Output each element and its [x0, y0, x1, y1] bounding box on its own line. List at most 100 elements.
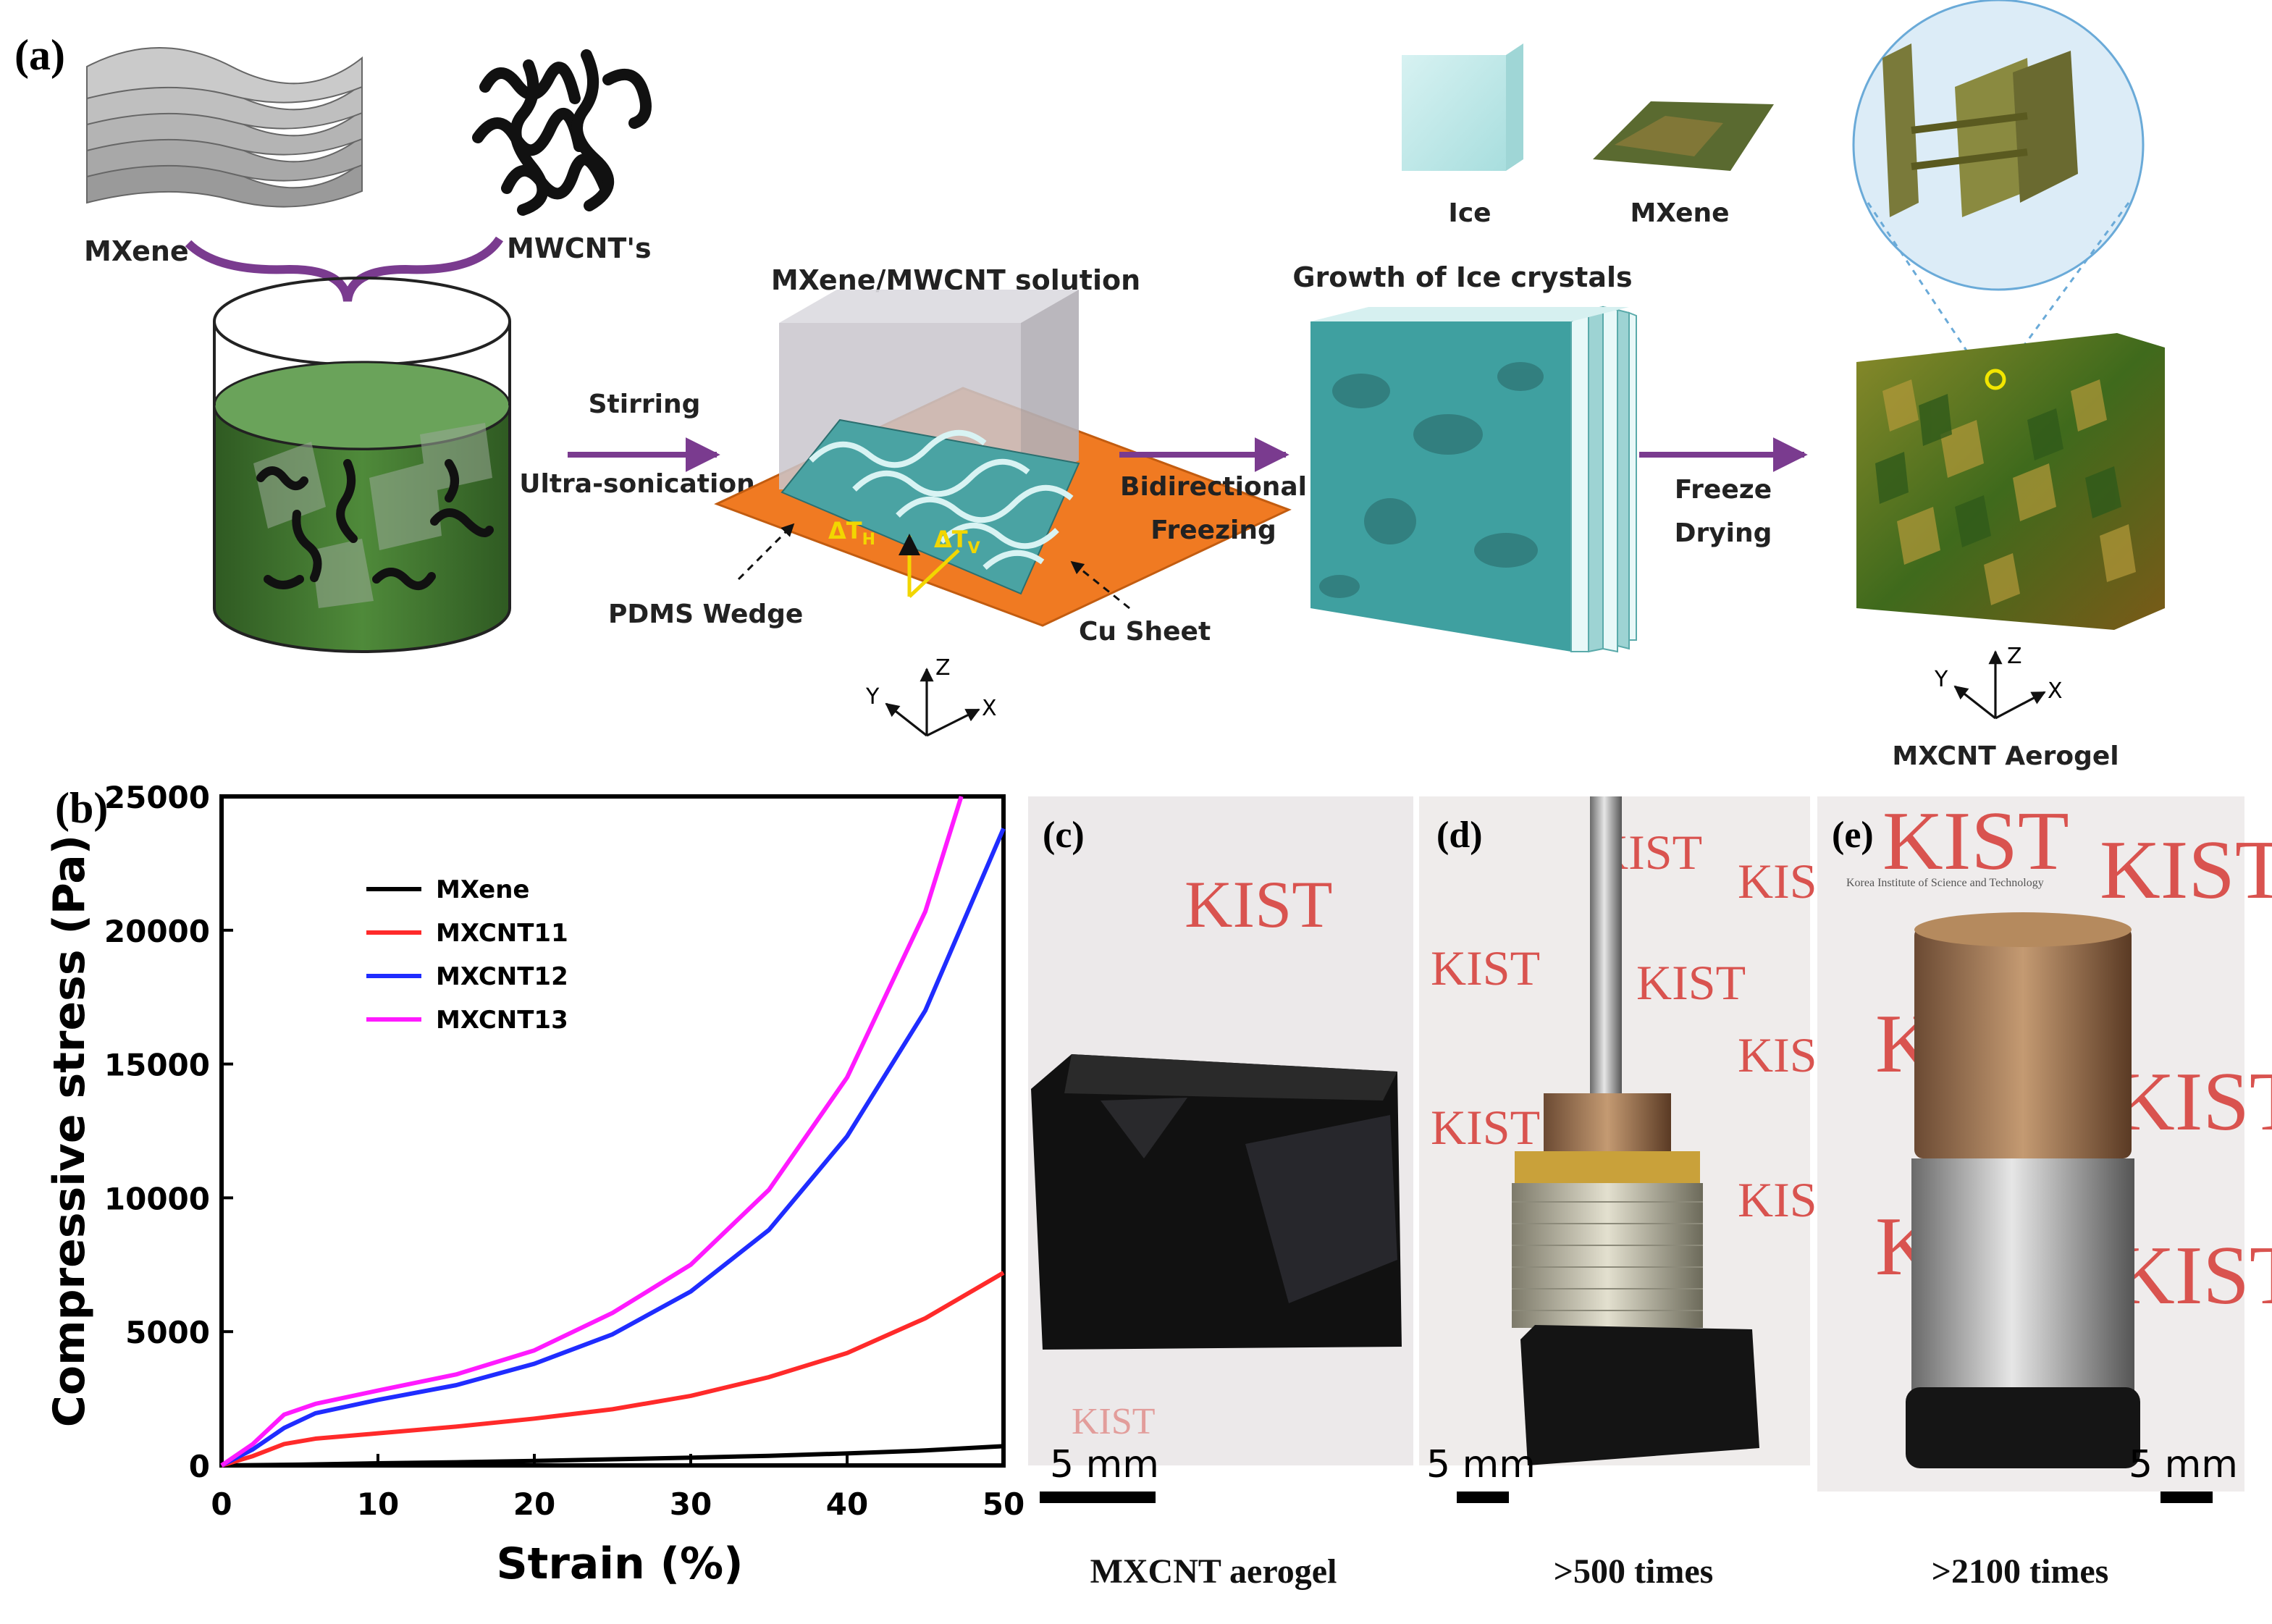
scale-bar-label-e: 5 mm: [2129, 1443, 2238, 1486]
photo-c-floor-text: KIST: [1072, 1401, 1156, 1442]
zoom-line-left: [1867, 202, 1985, 377]
series-line-mxcnt12: [220, 828, 1006, 1468]
step-3-bottom-label: Drying: [1675, 518, 1772, 548]
steel-cylinder-e: [1911, 1158, 2134, 1390]
step-2-top-label: Bidirectional: [1120, 472, 1307, 502]
panel-label-e: (e): [1832, 815, 1874, 856]
growth-title: Growth of Ice crystals: [1292, 261, 1632, 293]
photo-e-watermark-6: KIST: [2114, 1229, 2272, 1322]
y-axis-label: Compressive stress (Pa): [44, 835, 95, 1427]
axis-z-label-1: Z: [935, 655, 951, 681]
mxene-legend-graphic: [1593, 101, 1774, 171]
photo-e-watermark-1: KIST: [1882, 795, 2069, 888]
mxene-sheets-graphic: [86, 47, 363, 208]
pdms-pointer: [737, 523, 795, 581]
y-tick-label: 20000: [104, 914, 210, 949]
scale-bar-label-d: 5 mm: [1426, 1443, 1536, 1486]
copper-cylinder-e: [1914, 927, 2132, 1158]
panel-label-c: (c): [1043, 815, 1085, 856]
caption-e: >2100 times: [1932, 1552, 2109, 1591]
ice-legend-graphic: [1402, 43, 1523, 171]
freezing-setup-graphic: [714, 290, 1292, 627]
axis-z-label-2: Z: [2007, 644, 2022, 669]
panel-e: KIST KIST KIST KIST KIST KIST Korea Inst…: [1817, 795, 2272, 1591]
copper-coins-d: [1544, 1093, 1671, 1151]
step-1-bottom-label: Ultra-sonication: [519, 469, 754, 499]
coin-edges-d: [1512, 1201, 1703, 1311]
scale-bar-c: [1040, 1492, 1156, 1503]
merge-brace: [185, 236, 504, 302]
x-tick-label: 0: [211, 1486, 232, 1522]
photo-d-watermark-5: KIST: [1431, 1100, 1540, 1155]
aerogel-block-c: [1031, 1054, 1402, 1350]
mwcnt-label: MWCNT's: [507, 232, 652, 264]
scale-bar-label-c: 5 mm: [1050, 1443, 1159, 1486]
copper-cylinder-top-e: [1914, 912, 2132, 947]
step-3-top-label: Freeze: [1675, 475, 1772, 505]
aerogel-label: MXCNT Aerogel: [1892, 741, 2119, 771]
series-line-mxcnt13: [220, 796, 964, 1468]
scale-bar-e: [2160, 1492, 2213, 1503]
x-tick-label: 50: [983, 1486, 1024, 1522]
panel-c: KIST KIST (c) 5 mm MXCNT aerogel: [1028, 796, 1413, 1591]
scale-bar-d: [1457, 1492, 1509, 1503]
mxene-label: MXene: [84, 235, 189, 267]
delta-th-label: ΔTH: [828, 517, 875, 549]
axis-x-label-1: X: [982, 696, 997, 721]
panel-label-d: (d): [1436, 815, 1483, 856]
x-tick-label: 10: [357, 1486, 399, 1522]
axis-x-label-2: X: [2048, 678, 2063, 704]
axis-y-label-2: Y: [1934, 667, 1948, 692]
ice-cube-graphic: [1310, 306, 1637, 653]
panel-d: KIST KIST KIST KIST KIST KIST KIST (d) 5…: [1419, 796, 1847, 1591]
mxene-legend-label: MXene: [1630, 198, 1729, 228]
y-tick-label: 10000: [104, 1181, 210, 1216]
gold-coin-d: [1515, 1151, 1700, 1183]
x-tick-label: 20: [513, 1486, 555, 1522]
panel-a: (a) MXene MWCNT's: [14, 0, 2165, 771]
aerogel-cube-graphic: [1856, 333, 2165, 630]
x-tick-label: 40: [826, 1486, 868, 1522]
caption-d: >500 times: [1554, 1552, 1714, 1591]
y-tick-label: 5000: [125, 1315, 210, 1350]
photo-d-watermark-4: KIST: [1636, 955, 1746, 1010]
aerogel-block-d: [1520, 1325, 1759, 1465]
mwcnt-graphic: [472, 49, 652, 216]
ice-legend-label: Ice: [1448, 198, 1491, 228]
aerogel-magnified-circle: [1852, 0, 2145, 291]
step-2-bottom-label: Freezing: [1150, 516, 1276, 545]
cu-sheet-label: Cu Sheet: [1079, 617, 1211, 647]
axes-triad-2: [1953, 650, 2046, 720]
photo-e-watermark-4: KIST: [2114, 1056, 2272, 1148]
legend-label-mxcnt12: MXCNT12: [436, 962, 568, 991]
panel-label-a: (a): [14, 31, 65, 79]
pdms-wedge-label: PDMS Wedge: [608, 599, 803, 629]
legend-label-mxene: MXene: [436, 875, 529, 904]
y-tick-label: 15000: [104, 1048, 210, 1083]
axes-triad-1: [885, 668, 980, 737]
delta-tv-label: ΔTV: [934, 526, 980, 558]
x-tick-label: 30: [670, 1486, 712, 1522]
panel-label-b: (b): [55, 784, 108, 832]
photo-d-watermark-2: KIST: [1431, 941, 1540, 996]
step-1-top-label: Stirring: [589, 390, 701, 419]
series-line-mxene: [221, 1444, 1004, 1468]
photo-e-watermark-2: KIST: [2100, 824, 2272, 917]
photo-e-subtext: Korea Institute of Science and Technolog…: [1846, 877, 2044, 889]
axis-y-label-1: Y: [865, 684, 880, 710]
silver-coins-d: [1512, 1183, 1703, 1328]
legend-label-mxcnt13: MXCNT13: [436, 1006, 568, 1035]
photo-c-watermark: KIST: [1185, 867, 1332, 941]
plot-frame: [219, 794, 1006, 1468]
rod-d: [1590, 796, 1622, 1101]
series-line-mxcnt11: [221, 1271, 1005, 1468]
aerogel-block-e: [1906, 1387, 2140, 1468]
y-tick-label: 25000: [104, 780, 210, 815]
x-axis-label: Strain (%): [496, 1539, 743, 1589]
beaker: [213, 277, 511, 653]
zoom-line-right: [2000, 202, 2130, 377]
legend-label-mxcnt11: MXCNT11: [436, 919, 568, 948]
